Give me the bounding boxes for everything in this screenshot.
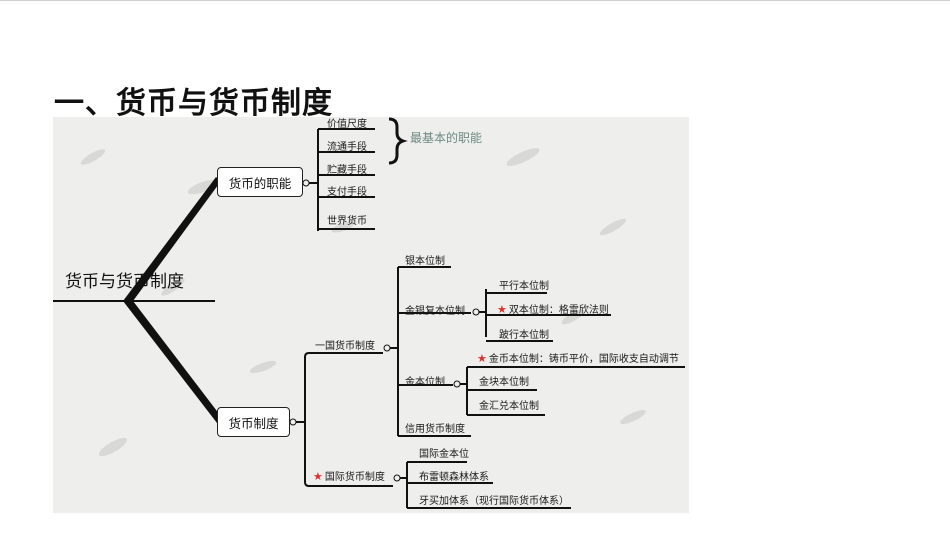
node-world-money: 世界货币 bbox=[327, 216, 367, 227]
node-measure-of-value: 价值尺度 bbox=[327, 119, 367, 130]
mindmap-connectors bbox=[53, 117, 685, 509]
node-bretton-woods: 布雷顿森林体系 bbox=[419, 472, 489, 483]
star-icon: ★ bbox=[313, 470, 323, 483]
node-currency-system: 货币制度 bbox=[217, 407, 290, 437]
node-double-standard: ★双本位制：格雷欣法则 bbox=[497, 303, 609, 317]
mindmap-panel: 货币与货币制度 货币的职能 价值尺度 流通手段 贮藏手段 支付手段 世界货币 最… bbox=[53, 117, 689, 513]
node-currency-functions: 货币的职能 bbox=[217, 167, 303, 197]
node-credit-money-system: 信用货币制度 bbox=[405, 424, 465, 435]
top-divider bbox=[0, 0, 950, 1]
node-gold-exchange-standard: 金汇兑本位制 bbox=[479, 401, 539, 412]
node-national-system: 一国货币制度 bbox=[315, 341, 375, 352]
node-bimetallic: 金银复本位制 bbox=[405, 306, 465, 317]
node-store-of-value: 贮藏手段 bbox=[327, 165, 367, 176]
node-silver-standard: 银本位制 bbox=[405, 256, 445, 267]
node-limping-standard: 跛行本位制 bbox=[499, 330, 549, 341]
node-gold-bullion-standard: 金块本位制 bbox=[479, 377, 529, 388]
node-jamaica-system: 牙买加体系（现行国际货币体系） bbox=[419, 496, 569, 507]
node-gold-coin-standard: ★金币本位制：铸币平价，国际收支自动调节 bbox=[477, 352, 679, 366]
slide-title: 一、货币与货币制度 bbox=[54, 86, 333, 121]
root-node: 货币与货币制度 bbox=[65, 272, 184, 292]
star-icon: ★ bbox=[477, 352, 487, 365]
star-icon: ★ bbox=[497, 303, 507, 316]
node-parallel-standard: 平行本位制 bbox=[499, 281, 549, 292]
node-international-system: ★国际货币制度 bbox=[313, 470, 385, 484]
node-intl-gold-standard: 国际金本位 bbox=[419, 449, 469, 460]
node-gold-standard: 金本位制 bbox=[405, 377, 445, 388]
note-basic-functions: 最基本的职能 bbox=[410, 131, 483, 145]
node-medium-of-exchange: 流通手段 bbox=[327, 142, 367, 153]
node-means-of-payment: 支付手段 bbox=[327, 187, 367, 198]
